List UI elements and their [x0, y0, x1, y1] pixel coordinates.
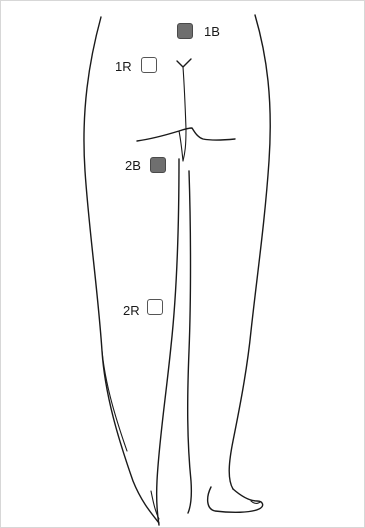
marker-1b-label: 1B: [204, 25, 220, 38]
marker-1r-label: 1R: [115, 60, 132, 73]
marker-2r-label: 2R: [123, 304, 140, 317]
left-calf-contour: [102, 351, 127, 451]
marker-1b-square: [177, 23, 193, 39]
marker-1r-square: [141, 57, 157, 73]
left-leg-outer-contour: [84, 17, 159, 523]
navel-mark: [177, 59, 191, 67]
groin-crease-inner: [179, 131, 183, 161]
right-leg-inner-contour: [188, 171, 192, 513]
right-foot-contour: [208, 487, 263, 512]
marker-2r-square: [147, 299, 163, 315]
marker-2b-square: [150, 157, 166, 173]
left-leg-inner-contour: [157, 159, 179, 525]
body-midline: [183, 67, 186, 161]
right-leg-outer-contour: [229, 15, 270, 489]
marker-2b-label: 2B: [125, 159, 141, 172]
